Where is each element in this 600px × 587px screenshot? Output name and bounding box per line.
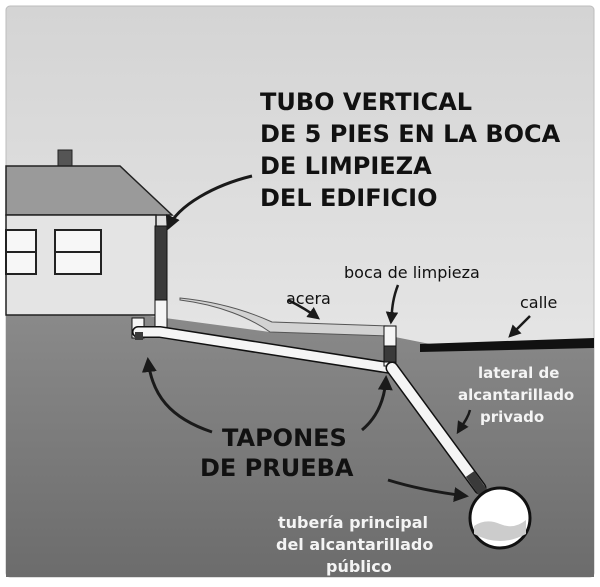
main-label: tubería principal del alcantarillado púb… [276,513,433,576]
plugs-label: TAPONES DE PRUEBA [200,424,354,482]
plugs-line-1: TAPONES [222,424,347,452]
arrow-sidewalk [287,298,321,320]
lateral-line-2: alcantarillado [458,386,574,404]
lateral-line-3: privado [480,408,544,426]
sewer-water [474,520,526,541]
arrow-to-vertical-pipe [165,174,253,231]
street [420,338,594,352]
cleanout-dark-band [383,345,397,363]
arrow-plug-right [361,375,393,432]
title-line-3: DE LIMPIEZA [260,152,432,180]
lateral-pipe-fill [133,327,395,373]
label-sidewalk: acera [286,289,331,308]
title-block: TUBO VERTICAL DE 5 PIES EN LA BOCA DE LI… [260,88,561,212]
vertical-pipe-lower [154,299,168,331]
diagonal-pipe-plug [465,471,489,497]
label-cleanout: boca de limpieza [344,263,480,282]
test-plug-1 [135,332,143,340]
arrow-to-main [387,478,469,502]
main-line-1: tubería principal [278,513,428,532]
title-line-1: TUBO VERTICAL [260,88,472,116]
lateral-label: lateral de alcantarillado privado [458,364,574,426]
diagonal-pipe-fill [387,363,485,493]
label-street: calle [520,293,557,312]
title-line-2: DE 5 PIES EN LA BOCA [260,120,561,148]
lateral-line-1: lateral de [478,364,559,382]
main-line-2: del alcantarillado [276,535,433,554]
main-line-3: público [326,557,392,576]
title-line-4: DEL EDIFICIO [260,184,437,212]
arrow-to-cleanout [385,284,400,325]
arrow-street [508,315,531,338]
arrow-lateral [456,409,472,435]
arrow-plug-left [141,357,213,434]
plugs-line-2: DE PRUEBA [200,454,354,482]
